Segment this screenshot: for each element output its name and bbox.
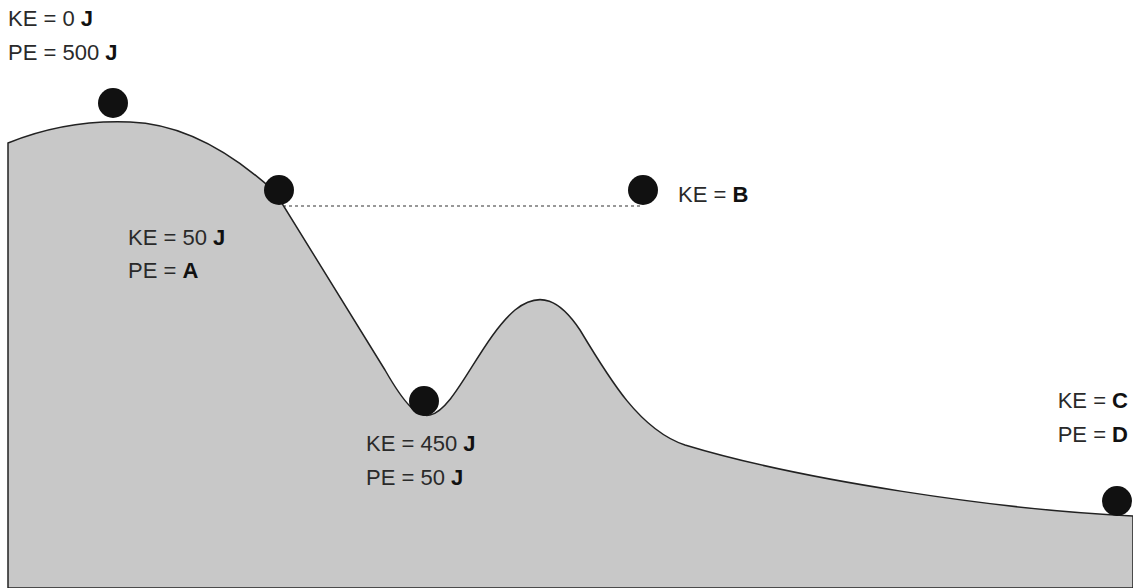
energy-label: KE = 450 J (366, 431, 476, 457)
energy-label: KE = 50 J (128, 225, 225, 251)
energy-label: KE = 0 J (8, 6, 93, 32)
ball (628, 175, 658, 205)
energy-label: KE = C (1058, 388, 1128, 414)
ball (98, 88, 128, 118)
energy-label: KE = B (678, 182, 748, 208)
energy-label: PE = 500 J (8, 40, 118, 66)
energy-label: PE = D (1058, 422, 1128, 448)
ball (409, 386, 439, 416)
ball (1102, 486, 1132, 516)
ball (264, 175, 294, 205)
hill-terrain (8, 122, 1133, 588)
energy-label: PE = A (128, 258, 198, 284)
energy-label: PE = 50 J (366, 465, 463, 491)
height-guide (283, 205, 640, 206)
